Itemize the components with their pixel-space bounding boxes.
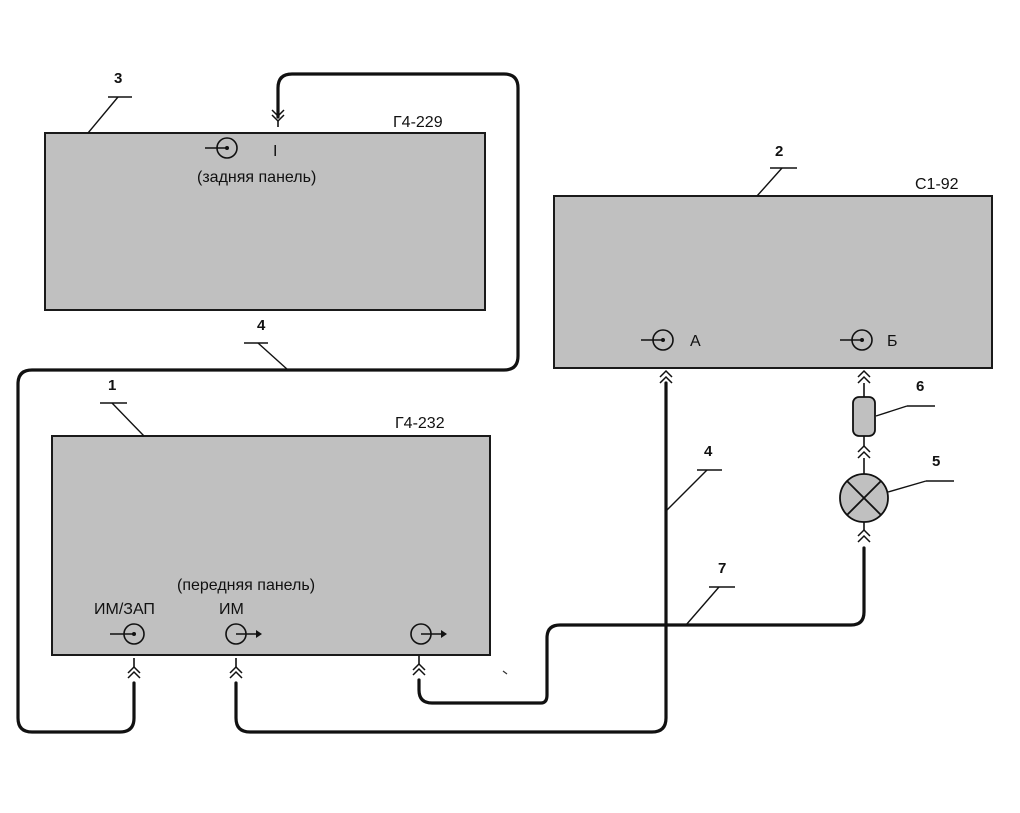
detector-element [839, 473, 889, 523]
cable-7 [417, 546, 866, 705]
device-g4-232-box [51, 435, 491, 656]
stray-mark [502, 670, 508, 675]
chevrons-input-b [857, 369, 871, 397]
device-s1-92-box [553, 195, 993, 369]
callout-7: 7 [685, 560, 735, 626]
im-zap-label: ИМ/ЗАП [94, 601, 155, 618]
chevrons-detector-bottom [857, 522, 871, 543]
device-g4-229-box [44, 132, 486, 311]
output-connector-icon-rf [410, 623, 447, 645]
chevrons-attenuator-bottom [857, 436, 871, 474]
front-panel-label: (передняя панель) [177, 577, 315, 594]
device-s1-92-name: С1-92 [915, 176, 959, 193]
device-g4-232-name: Г4-232 [395, 415, 445, 432]
chevrons-g4-229 [271, 109, 285, 127]
chevrons-output [412, 656, 426, 676]
output-connector-icon-im [225, 623, 262, 645]
svg-text:3: 3 [114, 70, 122, 87]
input-connector-icon-im-zap [110, 623, 145, 645]
svg-text:7: 7 [718, 560, 726, 577]
callout-4-upper: 4 [244, 317, 289, 371]
input-b-label: Б [887, 333, 898, 350]
svg-text:5: 5 [932, 453, 940, 470]
connector-i-label: I [273, 143, 277, 160]
chevrons-im-zap [127, 658, 141, 679]
svg-text:4: 4 [257, 317, 266, 334]
callout-6: 6 [875, 378, 935, 417]
input-connector-icon-a [641, 329, 674, 351]
cable-4-lower [234, 381, 668, 734]
callout-2: 2 [756, 143, 797, 197]
callout-4-lower: 4 [666, 443, 722, 511]
input-connector-icon-g4-229 [205, 137, 238, 159]
rear-panel-label: (задняя панель) [197, 169, 316, 186]
callout-3: 3 [87, 70, 132, 134]
svg-text:4: 4 [704, 443, 713, 460]
callout-5: 5 [887, 453, 954, 493]
callout-1: 1 [100, 377, 145, 437]
input-a-label: А [690, 333, 701, 350]
svg-text:1: 1 [108, 377, 116, 394]
input-connector-icon-b [840, 329, 873, 351]
svg-text:6: 6 [916, 378, 924, 395]
cable-4-upper [16, 72, 520, 734]
attenuator-element [852, 396, 876, 437]
im-label: ИМ [219, 601, 244, 618]
chevrons-im [229, 658, 243, 679]
svg-text:2: 2 [775, 143, 783, 160]
device-g4-229-name: Г4-229 [393, 114, 443, 131]
chevrons-input-a [659, 369, 673, 384]
